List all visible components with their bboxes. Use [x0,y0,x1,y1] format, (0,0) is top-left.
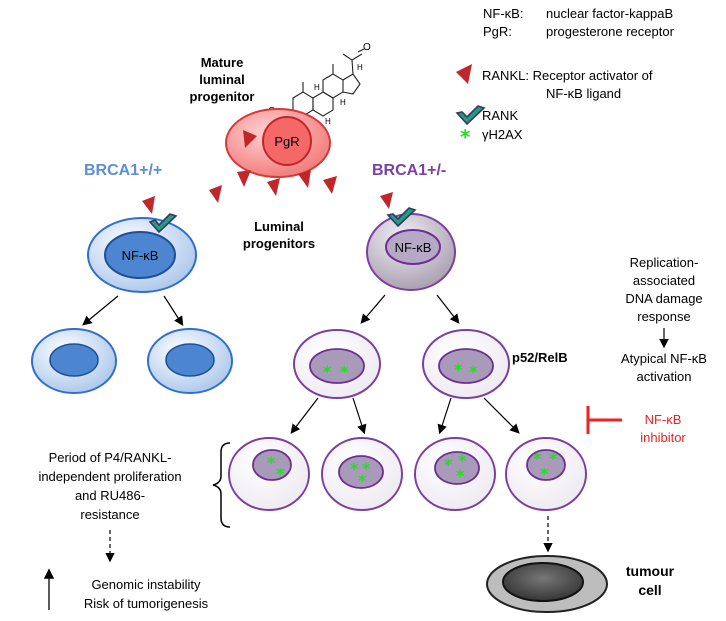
gh2ax-icon: * [454,360,463,379]
gh2ax-icon: * [469,362,478,381]
rankl-icon [237,170,251,187]
gh2ax-icon: * [340,362,349,381]
rankl-icon [142,196,155,214]
outcome-line2: Risk of tumorigenesis [84,596,209,611]
gh2ax-icon: * [533,449,542,468]
molecule-oxygen-right: O [363,42,371,53]
brca1-mutant-title: BRCA1+/- [372,162,446,179]
molecule-h2: H [314,83,320,92]
arrow [483,397,520,434]
mutant-granddaughter-cell [505,437,587,511]
molecule-h3: H [325,117,331,126]
period-line2: independent proliferation [38,469,181,484]
progenitors-label-line1: Luminal [254,219,304,234]
arrow [352,397,367,435]
period-line3: and RU486- [75,488,145,503]
replication-line2: associated [633,273,695,288]
inhibitor-line1: NF-κB [645,412,682,427]
legend-pgr-full: progesterone receptor [546,24,675,39]
replication-line5: Atypical NF-κB [621,351,707,366]
period-line1: Period of P4/RANKL- [49,450,172,465]
p52-relb-label: p52/RelB [512,350,568,365]
rankl-icon [243,130,257,148]
gh2ax-foci: * * * * * * * * * * * * * * * [267,360,558,490]
mature-label-line1: Mature [201,55,244,70]
tumour-label-line2: cell [638,582,661,598]
molecule-h4: H [340,98,346,107]
replication-line4: response [637,309,690,324]
arrow [290,397,319,434]
outcome-line1: Genomic instability [91,577,201,592]
rankl-icon [209,185,222,203]
mutant-nfkb-label: NF-κB [395,240,432,255]
gh2ax-icon: * [540,464,549,483]
mutant-progenitor-cell [366,213,456,291]
wildtype-daughter-cell [31,328,117,394]
period-brace [212,442,231,528]
rank-icon [386,207,417,228]
replication-line6: activation [637,369,692,384]
gh2ax-legend-icon: * [460,125,471,149]
wildtype-nfkb-label: NF-κB [122,248,159,263]
rankl-legend-icon [456,64,472,84]
arrow [82,295,119,326]
rankl-icon [267,178,280,196]
rankl-icon [323,176,337,194]
gh2ax-icon: * [267,453,276,472]
gh2ax-icon: * [323,362,332,381]
legend-rankl-line1: RANKL: Receptor activator of [482,68,653,83]
gh2ax-icon: * [458,451,467,470]
rankl-secreted [209,170,337,203]
mutant-granddaughter-cell [228,437,310,511]
period-line4: resistance [80,507,139,522]
mutant-daughter-cell [422,329,510,399]
legend-nfkb-full: nuclear factor-kappaB [546,6,673,21]
tumour-label-line1: tumour [626,563,675,579]
inhibitor-line2: inhibitor [640,430,686,445]
replication-line3: DNA damage [625,291,702,306]
pgr-label: PgR [274,134,299,149]
arrow [437,397,452,435]
mature-label-line3: progenitor [190,89,255,104]
tumour-cell [486,555,608,613]
legend-rank: RANK [482,108,518,123]
legend-gh2ax: γH2AX [482,127,523,142]
gh2ax-icon: * [549,449,558,468]
arrow [360,294,386,324]
mature-progenitor-cell [225,108,331,178]
gh2ax-icon: * [276,464,285,483]
rank-icon [148,213,178,234]
brca1-wildtype-title: BRCA1+/+ [84,162,162,179]
mutant-daughter-cell [293,329,381,399]
replication-line1: Replication- [630,255,699,270]
legend-rankl-line2: NF-κB ligand [546,86,621,101]
wildtype-progenitor-cell [87,217,197,293]
legend-pgr-abbr: PgR: [483,24,512,39]
arrow [436,294,460,324]
wildtype-daughter-cell [147,328,233,394]
gh2ax-icon: * [456,466,465,485]
arrow [163,295,184,327]
molecule-h1: H [357,63,363,72]
rankl-icon [298,170,311,188]
rankl-icon [380,192,393,209]
gh2ax-icon: * [362,459,371,478]
mutant-granddaughter-cell [321,437,403,511]
progenitors-label-line2: progenitors [243,236,315,251]
gh2ax-icon: * [358,471,367,490]
gh2ax-icon: * [444,455,453,474]
rank-legend-icon [455,105,486,126]
mature-label-line2: luminal [199,72,245,87]
gh2ax-icon: * [350,459,359,478]
mutant-granddaughter-cell [414,437,496,511]
legend-nfkb-abbr: NF-κB: [483,6,523,21]
